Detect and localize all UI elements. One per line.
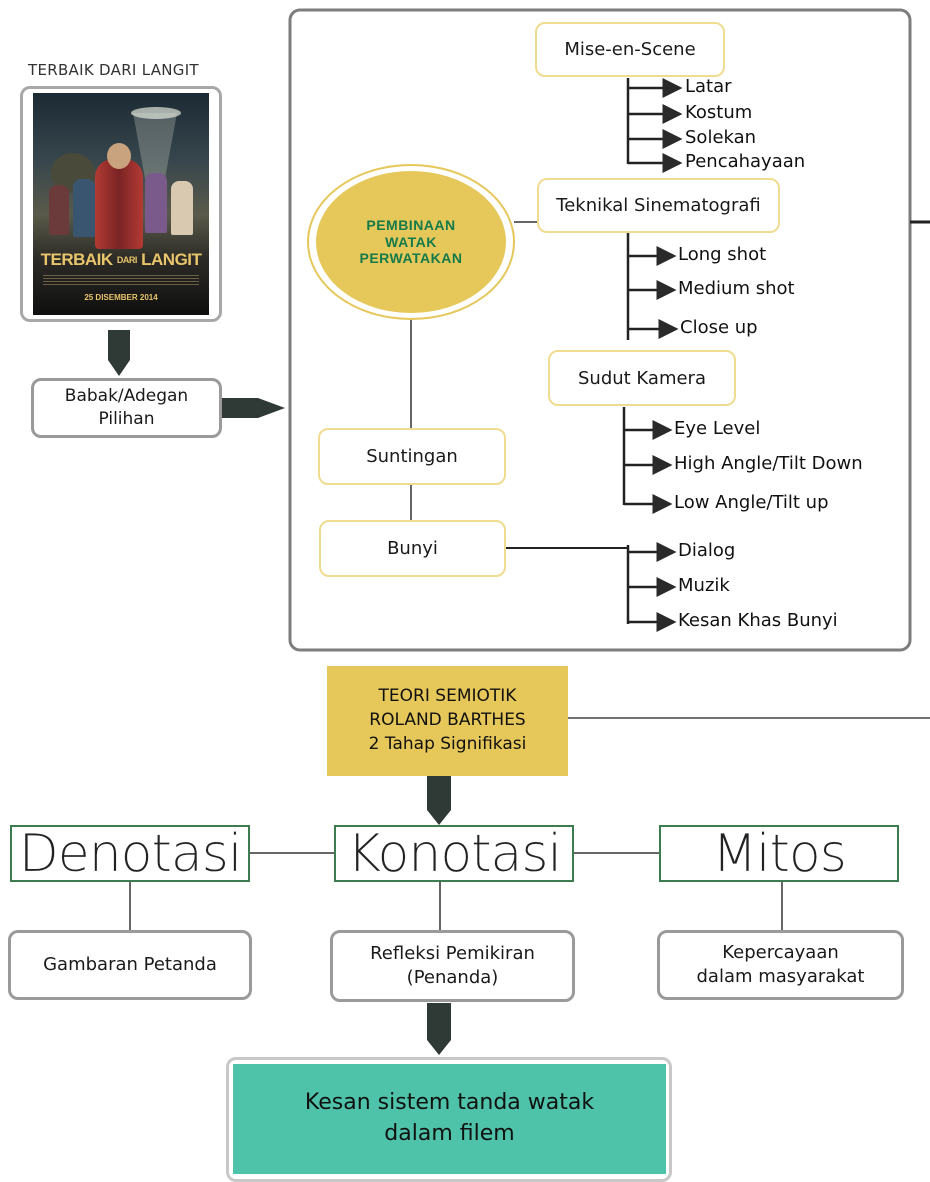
bunyi-label: Bunyi: [387, 538, 438, 559]
mise-item: Pencahayaan: [685, 151, 806, 172]
mitos-desc-1: Kepercayaan: [722, 941, 839, 963]
denotasi-title: Denotasi: [18, 823, 243, 884]
teori-line-2: ROLAND BARTHES: [369, 710, 526, 731]
denotasi-desc-box: Gambaran Petanda: [8, 930, 252, 1000]
teori-line-3: 2 Tahap Signifikasi: [368, 733, 527, 754]
teori-line-1: TEORI SEMIOTIK: [378, 686, 517, 707]
result-line-2: dalam filem: [384, 1121, 515, 1146]
result-line-1: Kesan sistem tanda watak: [304, 1090, 595, 1116]
poster-credits: [43, 275, 199, 287]
movie-poster: TERBAIK DARI LANGIT 25 DISEMBER 2014: [33, 93, 209, 315]
bunyi-item: Kesan Khas Bunyi: [678, 610, 838, 631]
mise-item: Kostum: [685, 102, 753, 123]
sudut-kamera-box: Sudut Kamera: [548, 350, 736, 406]
konotasi-title: Konotasi: [347, 823, 562, 884]
lead-actor-head: [107, 143, 131, 169]
sudut-item: Low Angle/Tilt up: [674, 492, 829, 513]
babak-adegan-box: Babak/Adegan Pilihan: [31, 378, 222, 438]
sudut-item: High Angle/Tilt Down: [674, 453, 863, 474]
poster-title: TERBAIK DARI LANGIT: [33, 251, 209, 268]
konotasi-desc-box: Refleksi Pemikiran (Penanda): [330, 930, 575, 1002]
sudut-item: Eye Level: [674, 418, 761, 439]
mise-en-scene-label: Mise-en-Scene: [564, 39, 696, 60]
mitos-desc-box: Kepercayaan dalam masyarakat: [657, 930, 904, 1000]
mise-en-scene-box: Mise-en-Scene: [535, 22, 725, 77]
center-line-3: PERWATAKAN: [359, 250, 463, 267]
teknikal-sinematografi-box: Teknikal Sinematografi: [537, 178, 780, 233]
poster-title-langit: LANGIT: [141, 250, 202, 269]
mitos-desc-2: dalam masyarakat: [696, 966, 865, 987]
sudut-kamera-label: Sudut Kamera: [577, 367, 706, 389]
bunyi-item: Muzik: [678, 575, 730, 596]
center-line-2: WATAK: [385, 233, 437, 250]
poster-title-terbaik: TERBAIK: [40, 250, 114, 269]
cast-figure: [49, 185, 69, 235]
cast-figure: [171, 181, 193, 235]
kesan-sistem-tanda-box: Kesan sistem tanda watak dalam filem: [233, 1064, 666, 1174]
ufo-light: [131, 107, 181, 119]
denotasi-box: Denotasi: [10, 823, 250, 884]
mise-item: Latar: [685, 76, 732, 97]
poster-caption: TERBAIK DARI LANGIT: [28, 61, 199, 79]
teknikal-item: Close up: [680, 317, 758, 338]
mitos-box: Mitos: [659, 823, 899, 884]
teknikal-item: Long shot: [678, 244, 767, 265]
konotasi-desc-1: Refleksi Pemikiran: [370, 942, 535, 964]
pembinaan-watak-core: PEMBINAAN WATAK PERWATAKAN: [316, 171, 506, 313]
poster-date: 25 DISEMBER 2014: [84, 293, 158, 302]
mitos-title: Mitos: [712, 823, 847, 884]
mise-item: Solekan: [685, 127, 757, 148]
babak-adegan-label: Babak/Adegan Pilihan: [64, 386, 189, 429]
denotasi-desc: Gambaran Petanda: [43, 953, 217, 975]
cast-figure: [145, 173, 167, 233]
konotasi-desc-2: (Penanda): [406, 967, 499, 988]
teknikal-item: Medium shot: [678, 278, 795, 299]
cast-figure: [73, 179, 95, 237]
teori-semiotik-box: TEORI SEMIOTIK ROLAND BARTHES 2 Tahap Si…: [327, 666, 568, 776]
teknikal-label: Teknikal Sinematografi: [556, 195, 761, 216]
suntingan-label: Suntingan: [366, 446, 458, 467]
suntingan-box: Suntingan: [318, 428, 506, 485]
lead-actor: [95, 159, 143, 249]
bunyi-item: Dialog: [678, 540, 736, 561]
konotasi-box: Konotasi: [334, 823, 574, 884]
center-line-1: PEMBINAAN: [366, 216, 456, 233]
bunyi-box: Bunyi: [319, 520, 506, 577]
poster-title-dari: DARI: [116, 255, 138, 266]
